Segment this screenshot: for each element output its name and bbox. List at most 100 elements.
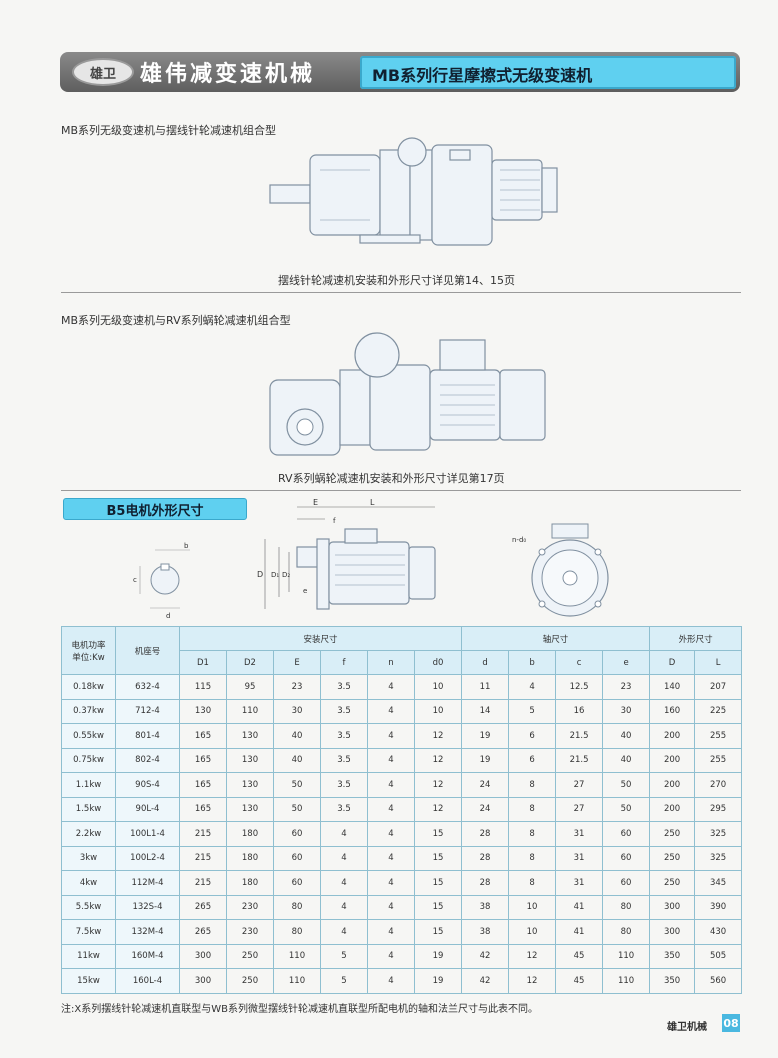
table-cell: 325 [694,821,743,847]
table-cell: 165 [179,796,227,822]
table-cell: 300 [179,968,227,994]
table-cell: 200 [649,772,696,798]
table-cell: 110 [602,968,651,994]
table-cell: 90S-4 [115,772,180,798]
table-cell: 225 [694,698,743,724]
table-cell: 110 [273,968,321,994]
table-cell: 4 [367,943,415,969]
table-cell: 40 [602,723,651,749]
table-cell: 300 [649,919,696,945]
table-cell: 80 [273,919,321,945]
section1-caption: 摆线针轮减速机安装和外形尺寸详见第14、15页 [278,274,515,287]
group-header-install: 安装尺寸 [178,626,463,651]
table-cell: 300 [179,943,227,969]
table-cell: 802-4 [115,747,180,773]
table-cell: 265 [179,894,227,920]
motor-fan [499,369,546,441]
table-cell: 4 [367,796,415,822]
table-cell: 100L1-4 [115,821,180,847]
dim-f: f [333,517,336,525]
section2-title: MB系列无级变速机与RV系列蜗轮减速机组合型 [61,314,291,327]
table-cell: 15 [413,821,463,847]
table-cell: 28 [461,821,510,847]
col-header-power: 电机功率 单位:Kw [61,626,116,675]
table-cell: 4 [508,674,557,700]
table-cell: 132S-4 [115,894,180,920]
col-header-d0: d0 [413,650,463,675]
table-cell: 345 [694,870,743,896]
shaft-key-detail: b c d [133,542,190,620]
table-cell: 4 [367,698,415,724]
cycloid-combo-drawing [269,137,558,246]
table-cell: 165 [179,772,227,798]
col-header-f: f [320,650,368,675]
variator-body [369,364,431,451]
divider [61,490,741,491]
table-cell: 19 [413,968,463,994]
table-cell: 16 [555,698,604,724]
table-cell: 180 [226,821,274,847]
table-cell: 130 [226,723,274,749]
table-cell: 5 [320,943,368,969]
table-cell: 560 [694,968,743,994]
table-cell: 23 [602,674,651,700]
table-cell: 250 [649,870,696,896]
col-header-e: e [602,650,651,675]
table-cell: 112M-4 [115,870,180,896]
table-cell: 60 [273,870,321,896]
table-cell: 80 [602,919,651,945]
table-cell: 160 [649,698,696,724]
table-cell: 27 [555,772,604,798]
section1-title: MB系列无级变速机与摆线针轮减速机组合型 [61,124,277,137]
table-cell: 712-4 [115,698,180,724]
table-cell: 4 [367,821,415,847]
table-cell: 12 [413,723,463,749]
table-cell: 130 [179,698,227,724]
table-cell: 5.5kw [61,894,116,920]
col-header-d2: D2 [226,650,274,675]
table-cell: 40 [602,747,651,773]
table-cell: 115 [179,674,227,700]
col-header-c: c [555,650,604,675]
col-header-d1: D1 [179,650,227,675]
footer-brand: 雄卫机械 [667,1022,707,1033]
table-cell: 4 [367,968,415,994]
table-cell: 23 [273,674,321,700]
table-cell: 295 [694,796,743,822]
group-header-shaft: 轴尺寸 [461,626,651,651]
col-header-n: n [367,650,415,675]
table-cell: 50 [602,772,651,798]
table-cell: 60 [602,845,651,871]
table-cell: 38 [461,894,510,920]
table-cell: 15 [413,894,463,920]
table-cell: 300 [649,894,696,920]
table-cell: 505 [694,943,743,969]
power-header-label: 电机功率 [71,640,106,651]
mount-base [359,234,421,244]
table-cell: 230 [226,919,274,945]
table-cell: 8 [508,796,557,822]
table-cell: 8 [508,821,557,847]
table-cell: 12 [508,943,557,969]
terminal-box [344,528,378,544]
table-cell: 4 [320,919,368,945]
dim-D1: D₁ [271,571,279,579]
divider [61,292,741,293]
table-cell: 390 [694,894,743,920]
col-header-d: d [461,650,510,675]
b5-motor-front-view: n-d₀ [512,523,609,617]
table-cell: 130 [226,796,274,822]
motor-fan-cover [408,546,436,600]
table-cell: 80 [602,894,651,920]
table-cell: 0.55kw [61,723,116,749]
brand-logo: 雄卫 [72,58,134,86]
table-cell: 4 [320,845,368,871]
table-cell: 40 [273,747,321,773]
col-header-d: D [649,650,696,675]
table-cell: 12.5 [555,674,604,700]
